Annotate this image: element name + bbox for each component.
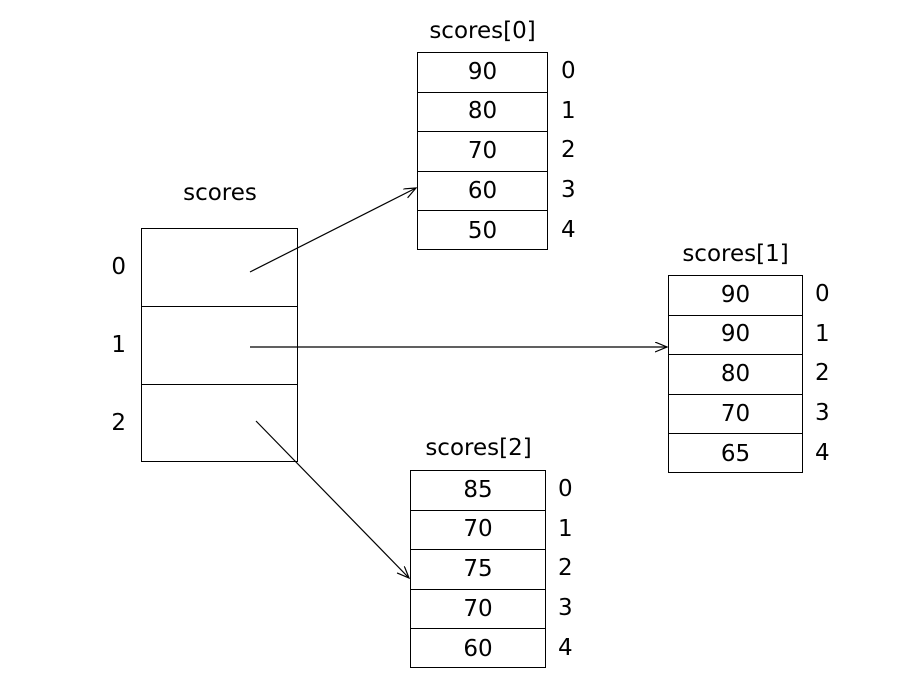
subarray-cell[interactable]: 70 [411,590,545,630]
subarray-cell[interactable]: 60 [418,172,547,212]
subarray-index-label: 4 [815,439,830,466]
subarray-title: scores[0] [429,18,536,44]
subarray-index-label: 3 [558,595,573,622]
subarray-cell[interactable]: 90 [669,316,802,356]
subarray-cell[interactable]: 85 [411,471,545,511]
subarray-index-label: 1 [558,515,573,542]
subarray-cell[interactable]: 50 [467,217,498,244]
subarray-cell[interactable]: 80 [418,93,547,133]
subarray-cell[interactable]: 70 [411,511,545,551]
subarray-index-label: 4 [558,634,573,661]
subarray-index-label: 3 [561,177,576,204]
root-array-box [141,228,298,462]
root-index-label: 0 [111,253,126,280]
subarray-index-label: 4 [561,216,576,243]
subarray-cell[interactable]: 70 [418,132,547,172]
subarray-cell[interactable]: 65 [720,440,751,467]
subarray-title: scores[2] [425,435,532,461]
subarray-index-label: 2 [815,360,830,387]
root-array-cell[interactable] [142,229,297,307]
subarray-index-label: 1 [815,320,830,347]
subarray-index-label: 0 [558,476,573,503]
subarray-cell[interactable]: 90 [669,276,802,316]
root-array-title: scores [183,180,257,206]
subarray-cell[interactable]: 75 [411,550,545,590]
subarray-index-label: 0 [815,281,830,308]
subarray-index-label: 2 [558,555,573,582]
subarray-cell[interactable]: 60 [463,635,493,662]
subarray-title: scores[1] [682,241,789,267]
subarray-index-label: 0 [561,58,576,85]
subarray-index-label: 3 [815,400,830,427]
subarray-cell[interactable]: 70 [669,395,802,435]
root-index-label: 2 [111,409,126,436]
subarray-cell[interactable]: 80 [669,355,802,395]
root-index-label: 1 [111,331,126,358]
subarray-index-label: 2 [561,137,576,164]
subarray-cell[interactable]: 90 [418,53,547,93]
root-array-cell[interactable] [142,307,297,385]
subarray-index-label: 1 [561,97,576,124]
root-array-cell[interactable] [142,385,297,463]
